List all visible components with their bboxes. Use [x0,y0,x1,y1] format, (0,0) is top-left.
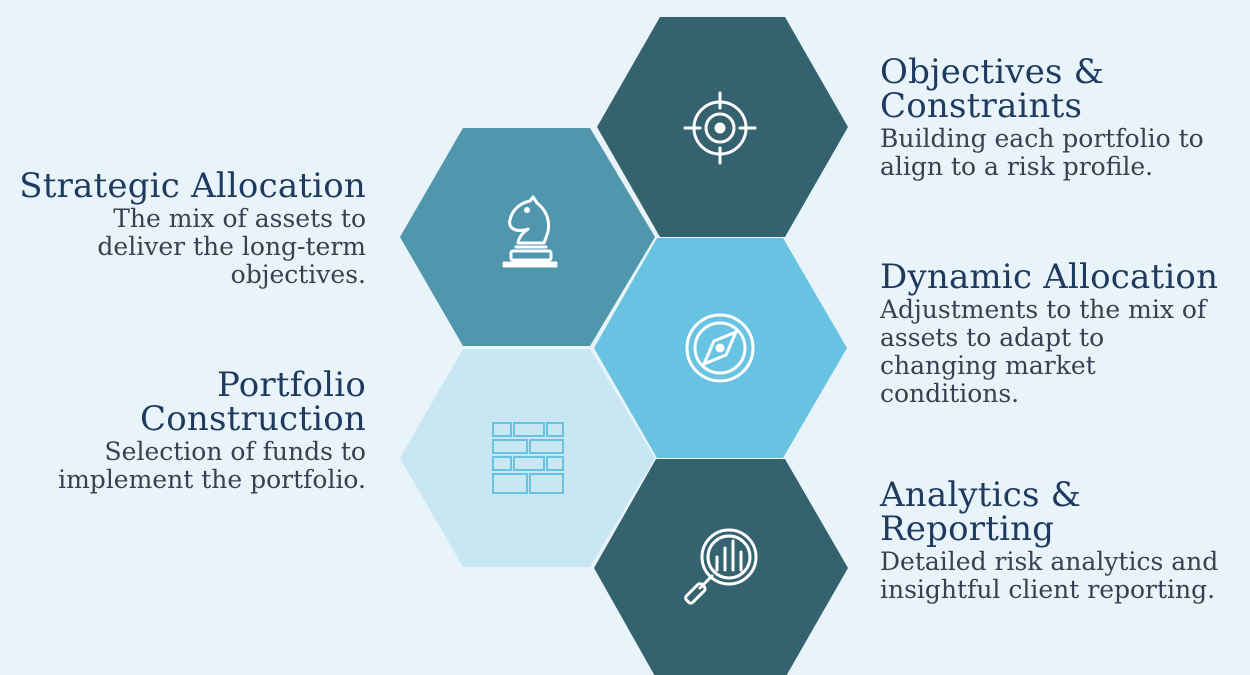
label-portfolio-construction: Portfolio Construction Selection of fund… [0,368,366,494]
hex-objectives [597,17,848,237]
label-portfolio-construction-desc: Selection of funds to implement the port… [58,437,366,494]
label-strategic-allocation: Strategic Allocation The mix of assets t… [0,169,366,289]
label-analytics-reporting-desc: Detailed risk analytics and insightful c… [880,547,1219,604]
label-dynamic-allocation: Dynamic Allocation Adjustments to the mi… [880,260,1250,408]
label-portfolio-construction-title: Portfolio Construction [140,365,366,439]
hex-analytics [594,459,848,675]
compass-icon [685,313,755,383]
label-objectives-constraints-desc: Building each portfolio to align to a ri… [880,124,1204,181]
label-strategic-allocation-desc: The mix of assets to deliver the long-te… [97,204,366,289]
label-strategic-allocation-title: Strategic Allocation [19,166,366,206]
label-dynamic-allocation-desc: Adjustments to the mix of assets to adap… [880,295,1207,408]
hex-strategic-shape [400,128,655,346]
hex-portfolio [400,349,655,567]
label-analytics-reporting: Analytics & Reporting Detailed risk anal… [880,478,1245,604]
label-analytics-reporting-title: Analytics & Reporting [880,475,1082,549]
label-objectives-constraints: Objectives & Constraints Building each p… [880,55,1245,181]
magnifier-chart-icon [684,528,758,605]
hex-dynamic [594,238,847,458]
hex-analytics-shape [594,459,848,675]
chess-knight-icon [502,195,558,268]
target-icon [683,91,757,165]
label-objectives-constraints-title: Objectives & Constraints [880,52,1105,126]
label-dynamic-allocation-title: Dynamic Allocation [880,257,1219,297]
brick-wall-icon [492,422,564,494]
hex-strategic [400,128,655,346]
